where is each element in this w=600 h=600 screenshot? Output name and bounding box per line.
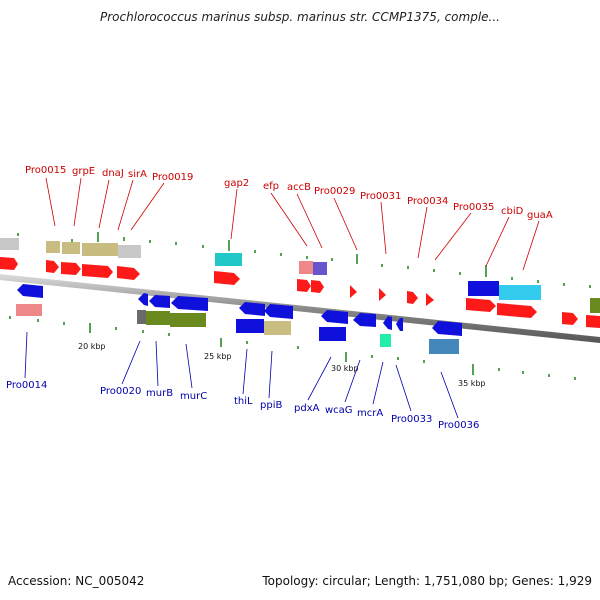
gene-label[interactable]: pdxA [294,403,320,414]
cds-arrow[interactable] [396,318,403,331]
gene-box[interactable] [319,327,346,341]
gene-box[interactable] [0,238,19,250]
cds-arrow[interactable] [297,279,311,292]
gene-label[interactable]: Pro0014 [6,380,47,391]
cds-arrow[interactable] [82,264,113,278]
cds-arrow[interactable] [138,293,148,306]
scale-label-35kbp: 35 kbp [458,379,486,388]
gene-box[interactable] [46,241,60,253]
label-leaders-reverse [24,331,459,419]
scale-label-25kbp: 25 kbp [204,352,232,361]
genome-summary-text: Topology: circular; Length: 1,751,080 bp… [262,574,592,588]
scale-label-20kbp: 20 kbp [78,342,106,351]
gene-label[interactable]: gap2 [224,178,249,189]
cds-arrow[interactable] [171,296,208,311]
cds-arrow[interactable] [264,304,293,319]
gene-label[interactable]: grpE [72,166,95,177]
gene-label[interactable]: Pro0020 [100,386,141,397]
reverse-gene-row[interactable] [16,304,459,354]
scale-label-30kbp: 30 kbp [331,364,359,373]
cds-arrow[interactable] [350,285,357,298]
cds-arrow[interactable] [383,316,392,330]
gene-box[interactable] [146,311,170,325]
gene-label[interactable]: cbiD [501,206,524,217]
cds-arrow[interactable] [0,257,18,270]
cds-arrow[interactable] [214,271,240,285]
cds-arrow[interactable] [379,288,386,301]
gene-label[interactable]: Pro0036 [438,420,479,431]
cds-arrow[interactable] [497,303,537,318]
gene-label[interactable]: murC [180,391,207,402]
gene-label[interactable]: thiL [234,396,253,407]
gene-box[interactable] [264,321,291,335]
gene-box[interactable] [499,285,541,300]
reverse-cds-row[interactable] [17,284,462,336]
label-leaders-forward [45,177,540,271]
gene-box[interactable] [137,310,146,324]
gene-label[interactable]: guaA [527,210,553,221]
cds-arrow[interactable] [562,312,578,325]
cds-arrow[interactable] [353,313,376,327]
gene-box[interactable] [380,334,391,347]
gene-label[interactable]: Pro0019 [152,172,193,183]
map-title: Prochlorococcus marinus subsp. marinus s… [100,10,500,24]
gene-box[interactable] [62,242,80,254]
forward-gene-row[interactable] [0,238,600,313]
gene-box[interactable] [82,243,118,256]
gene-label[interactable]: Pro0034 [407,196,448,207]
gene-box[interactable] [590,298,600,313]
gene-label[interactable]: accB [287,182,311,193]
gene-box[interactable] [429,339,459,354]
gene-box[interactable] [313,262,327,275]
forward-cds-row[interactable] [0,257,600,328]
gene-box[interactable] [16,304,42,316]
gene-box[interactable] [118,245,141,258]
gene-label[interactable]: Pro0035 [453,202,494,213]
gene-box[interactable] [170,313,206,327]
gene-box[interactable] [215,253,242,266]
gene-box[interactable] [299,261,313,274]
gene-label[interactable]: Pro0029 [314,186,355,197]
gene-label[interactable]: efp [263,181,279,192]
reverse-labels: Pro0014 Pro0020 murB murC thiL ppiB pdxA… [6,380,479,431]
gene-label[interactable]: mcrA [357,408,383,419]
cds-arrow[interactable] [426,293,434,306]
cds-arrow[interactable] [432,321,462,336]
gene-label[interactable]: sirA [128,169,147,180]
cds-arrow[interactable] [149,295,170,308]
cds-arrow[interactable] [61,262,81,275]
cds-arrow[interactable] [17,284,43,298]
gene-label[interactable]: Pro0031 [360,191,401,202]
cds-arrow[interactable] [239,302,265,316]
accession-text: Accession: NC_005042 [8,574,145,588]
cds-arrow[interactable] [311,280,324,293]
gene-label[interactable]: dnaJ [102,168,124,179]
gene-label[interactable]: murB [146,388,173,399]
gene-label[interactable]: Pro0015 [25,165,66,176]
cds-arrow[interactable] [466,298,496,312]
gene-label[interactable]: ppiB [260,400,282,411]
gene-label[interactable]: Pro0033 [391,414,432,425]
gene-label[interactable]: wcaG [325,405,353,416]
cds-arrow[interactable] [46,260,59,273]
forward-labels: Pro0015 grpE dnaJ sirA Pro0019 gap2 efp … [25,165,553,221]
gene-box[interactable] [236,319,264,333]
gene-box[interactable] [468,281,499,296]
cds-arrow[interactable] [117,266,140,280]
cds-arrow[interactable] [407,291,418,304]
cds-arrow[interactable] [586,315,600,328]
scale-ticks [9,232,591,380]
cds-arrow[interactable] [321,310,348,324]
